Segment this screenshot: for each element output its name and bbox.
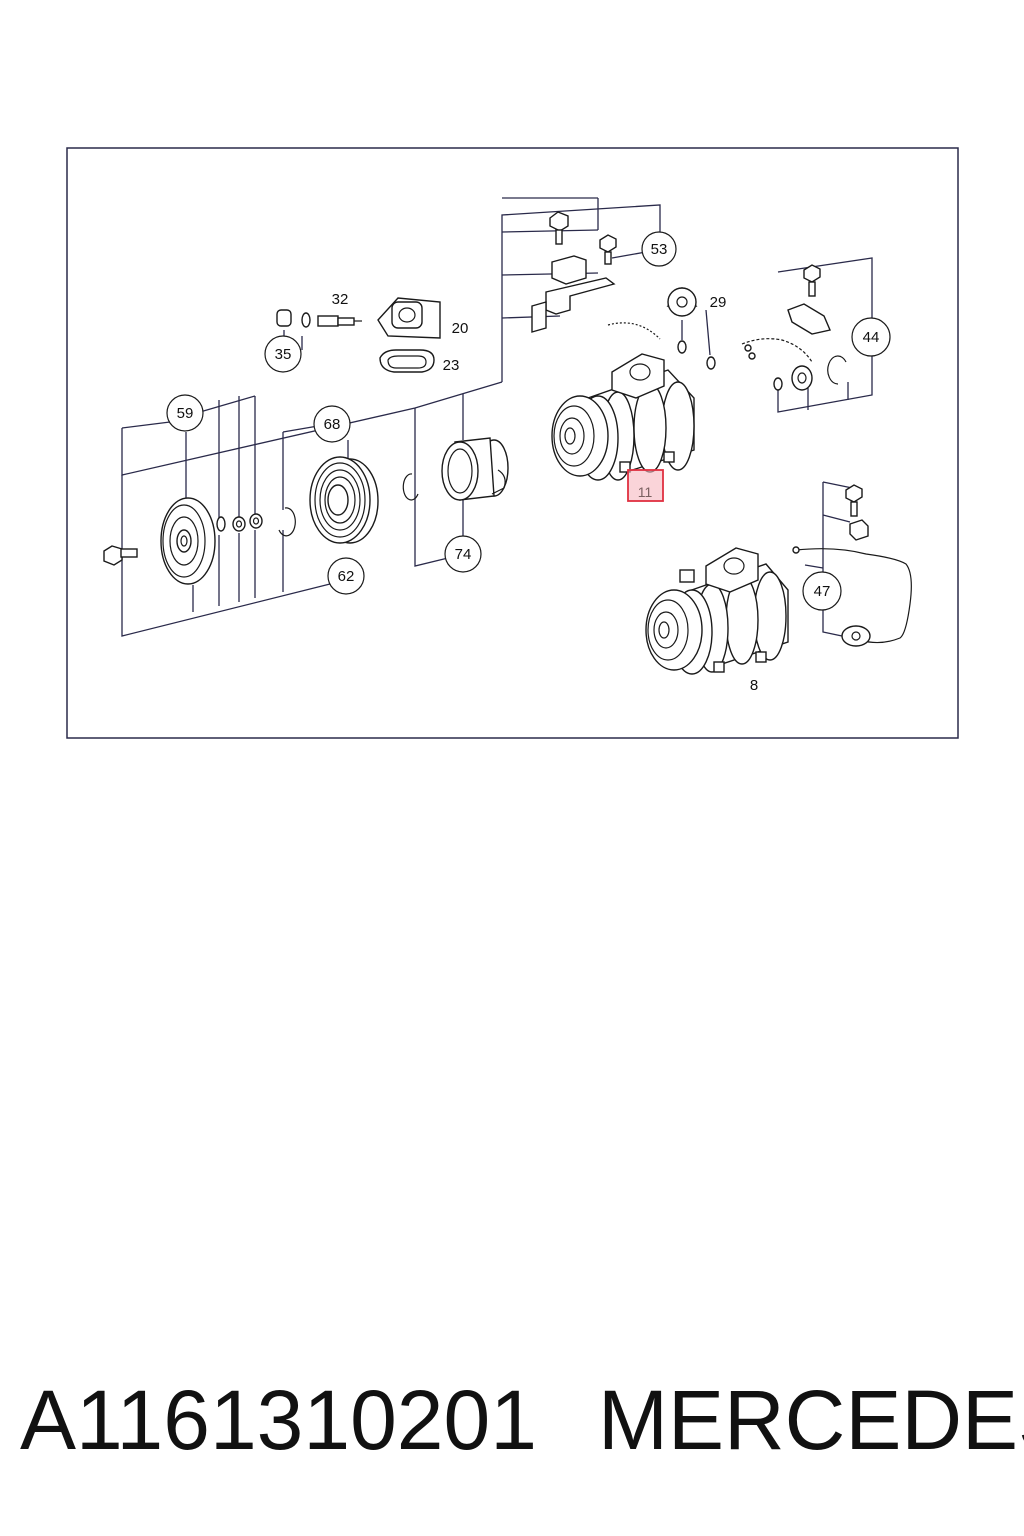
callout-8: 8	[750, 677, 758, 694]
callout-47: 47	[802, 571, 842, 611]
gasket-part	[379, 349, 435, 373]
hose-part	[607, 322, 661, 340]
mounting-bracket-part	[531, 211, 617, 333]
compressor-assembly-part	[645, 547, 789, 675]
part-number: A1161310201	[20, 1373, 537, 1467]
callout-35: 35	[264, 335, 302, 373]
switch-part	[276, 309, 362, 328]
svg-text:47: 47	[814, 583, 831, 600]
callout-11: 11	[638, 484, 653, 500]
callout-29: 29	[710, 294, 727, 311]
callout-68: 68	[313, 405, 351, 443]
svg-text:44: 44	[863, 329, 880, 346]
bolt-part	[103, 545, 138, 566]
callout-59: 59	[166, 394, 204, 432]
callout-53: 53	[641, 231, 677, 267]
shim-washers	[216, 507, 296, 537]
caption: A1161310201 MERCEDES	[0, 1370, 1024, 1470]
valve-cover-part	[377, 297, 441, 339]
svg-text:35: 35	[275, 346, 292, 363]
compressor-part	[551, 353, 695, 481]
svg-text:68: 68	[324, 416, 341, 433]
clutch-plate-part	[160, 497, 216, 585]
callout-74: 74	[444, 535, 482, 573]
diagram-frame	[66, 147, 959, 739]
svg-text:62: 62	[338, 568, 355, 585]
svg-text:53: 53	[651, 241, 668, 258]
sensor-wire-part	[792, 484, 912, 647]
snap-ring-part	[402, 473, 419, 501]
highlight-box	[627, 469, 664, 502]
callout-32: 32	[332, 291, 349, 308]
callout-62: 62	[327, 557, 365, 595]
leader-lines	[121, 197, 873, 637]
callout-20: 20	[452, 320, 469, 337]
svg-text:74: 74	[455, 546, 472, 563]
callout-23: 23	[443, 357, 460, 374]
pulley-part	[309, 456, 379, 544]
flange-plate-part	[666, 286, 716, 370]
field-coil-part	[441, 437, 509, 501]
svg-text:59: 59	[177, 405, 194, 422]
callout-44: 44	[851, 317, 891, 357]
parts-diagram: 11	[66, 147, 959, 739]
wiring-harness-part	[741, 264, 847, 391]
brand-name: MERCEDES	[598, 1373, 1024, 1467]
